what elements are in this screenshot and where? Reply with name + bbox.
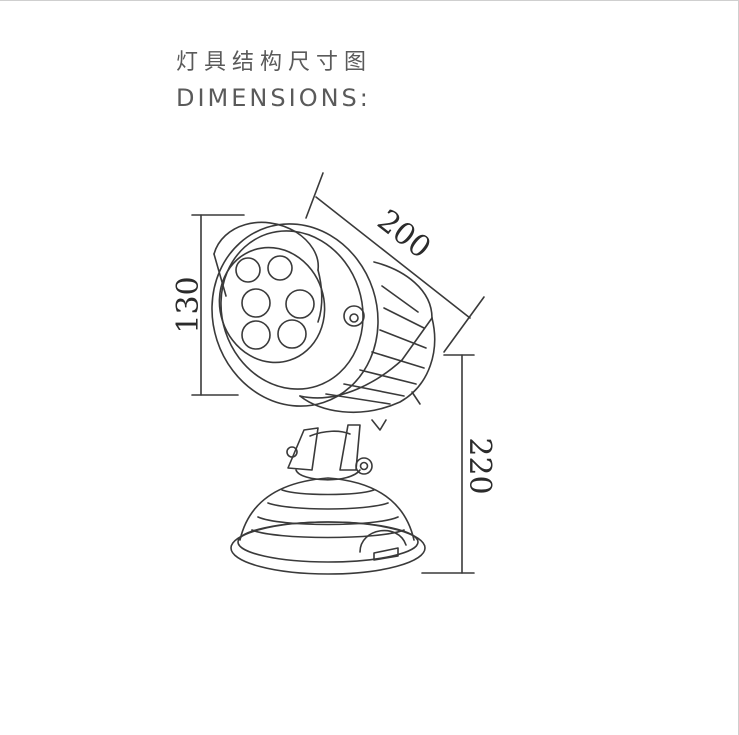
dimension-220-lines [421,354,475,574]
title-chinese: 灯具结构尺寸图 [176,50,373,75]
dimension-130-label: 130 [171,276,206,333]
lamp-head [211,221,379,407]
dimension-220-label: 220 [462,437,497,494]
lamp-base [230,477,426,575]
dimension-130-lines [191,214,245,396]
dimension-200-lines [305,172,485,353]
title-english: DIMENSIONS: [176,84,371,112]
frame-top-border [0,0,739,1]
led-lens-array [218,246,326,364]
dimension-200-label: 200 [371,203,438,266]
lamp-bracket [286,419,387,481]
lamp-body [299,261,436,413]
